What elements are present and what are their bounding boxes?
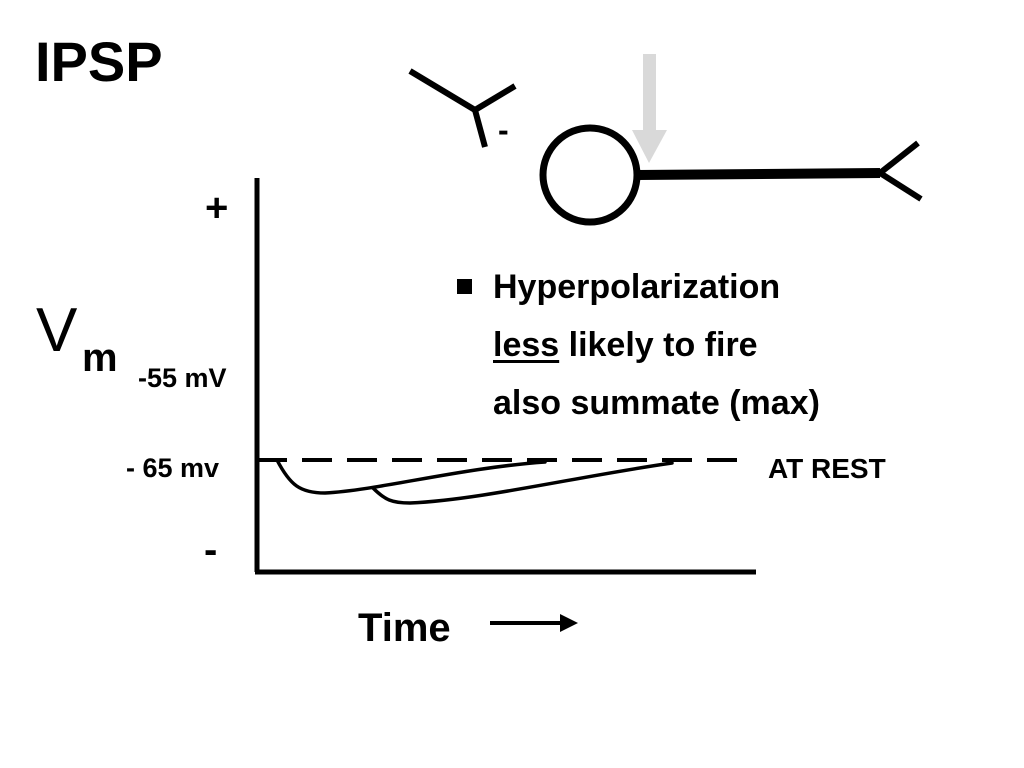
y-axis-minus-label: - bbox=[204, 528, 218, 572]
time-arrow bbox=[490, 614, 578, 632]
bullet-text: likely to fire bbox=[559, 326, 758, 364]
bullet-list: Hyperpolarization less likely to fire al… bbox=[457, 258, 820, 432]
soma bbox=[539, 124, 641, 226]
slide-title: IPSP bbox=[35, 30, 163, 93]
ipsp-traces bbox=[275, 458, 674, 505]
stimulus-arrow bbox=[632, 54, 667, 163]
bullet-item-hyperpolarization: Hyperpolarization bbox=[457, 258, 820, 316]
synapse-sign: - bbox=[498, 112, 509, 148]
graph-axes bbox=[254, 178, 756, 575]
threshold-label: -55 mV bbox=[138, 363, 227, 393]
axon bbox=[636, 168, 881, 180]
bullet-item-summate: also summate (max) bbox=[457, 374, 820, 432]
y-axis-subscript: m bbox=[82, 336, 118, 380]
ipsp-trace-1 bbox=[275, 458, 547, 495]
x-axis-label: Time bbox=[358, 606, 451, 650]
underlined-word: less bbox=[493, 326, 560, 364]
rest-value-label: - 65 mv bbox=[126, 453, 220, 483]
presynaptic-terminal bbox=[408, 68, 517, 148]
bullet-item-less-likely: less likely to fire bbox=[457, 316, 820, 374]
y-axis-plus-label: + bbox=[205, 186, 229, 230]
postsynaptic-neuron bbox=[539, 124, 923, 226]
square-bullet-icon bbox=[457, 279, 472, 294]
y-axis-symbol: V bbox=[36, 296, 78, 365]
bullet-text: Hyperpolarization bbox=[493, 268, 781, 306]
bullet-text: also summate (max) bbox=[493, 384, 820, 422]
at-rest-label: AT REST bbox=[768, 453, 886, 484]
ipsp-trace-2 bbox=[371, 461, 674, 505]
